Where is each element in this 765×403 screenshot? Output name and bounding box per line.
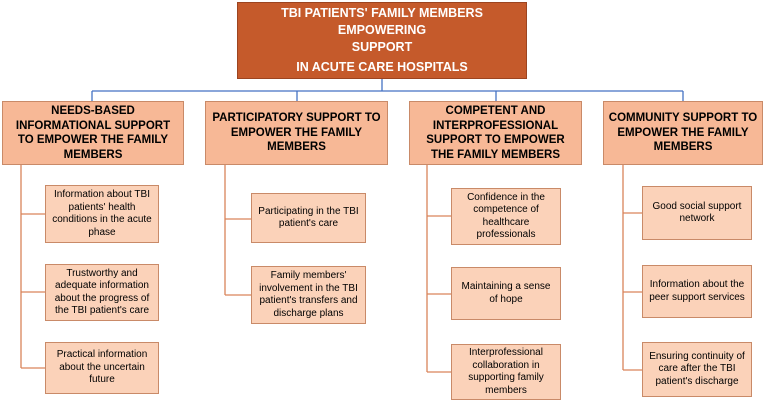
subitem-info-health-conditions: Information about TBI patients' health c…	[45, 185, 159, 243]
category-community-support: COMMUNITY SUPPORT TO EMPOWER THE FAMILY …	[603, 101, 763, 165]
subitem-family-involvement: Family members' involvement in the TBI p…	[251, 266, 366, 324]
subitem-trustworthy-information: Trustworthy and adequate information abo…	[45, 264, 159, 321]
subitem-participating-in-care: Participating in the TBI patient's care	[251, 193, 366, 243]
subitem-practical-information: Practical information about the uncertai…	[45, 342, 159, 394]
root-title-line-1: TBI PATIENTS' FAMILY MEMBERS EMPOWERING	[281, 6, 483, 37]
top-connectors	[91, 79, 684, 101]
category-competent-interprofessional-support: COMPETENT AND INTERPROFESSIONAL SUPPORT …	[409, 101, 582, 165]
category-participatory-support: PARTICIPATORY SUPPORT TO EMPOWER THE FAM…	[205, 101, 388, 165]
subitem-interprofessional-collaboration: Interprofessional collaboration in suppo…	[451, 344, 561, 400]
subitem-continuity-of-care: Ensuring continuity of care after the TB…	[642, 342, 752, 397]
root-title-line-3: IN ACUTE CARE HOSPITALS	[296, 60, 468, 74]
root-title-line-2: SUPPORT	[351, 40, 413, 54]
subitem-maintaining-hope: Maintaining a sense of hope	[451, 267, 561, 320]
subitem-confidence-in-competence: Confidence in the competence of healthca…	[451, 188, 561, 245]
category-needs-based-informational-support: NEEDS-BASED INFORMATIONAL SUPPORT TO EMP…	[2, 101, 184, 165]
root-node: TBI PATIENTS' FAMILY MEMBERS EMPOWERING …	[237, 2, 527, 79]
subitem-social-support-network: Good social support network	[642, 186, 752, 240]
branch-connectors	[20, 165, 642, 373]
subitem-peer-support-services: Information about the peer support servi…	[642, 265, 752, 318]
